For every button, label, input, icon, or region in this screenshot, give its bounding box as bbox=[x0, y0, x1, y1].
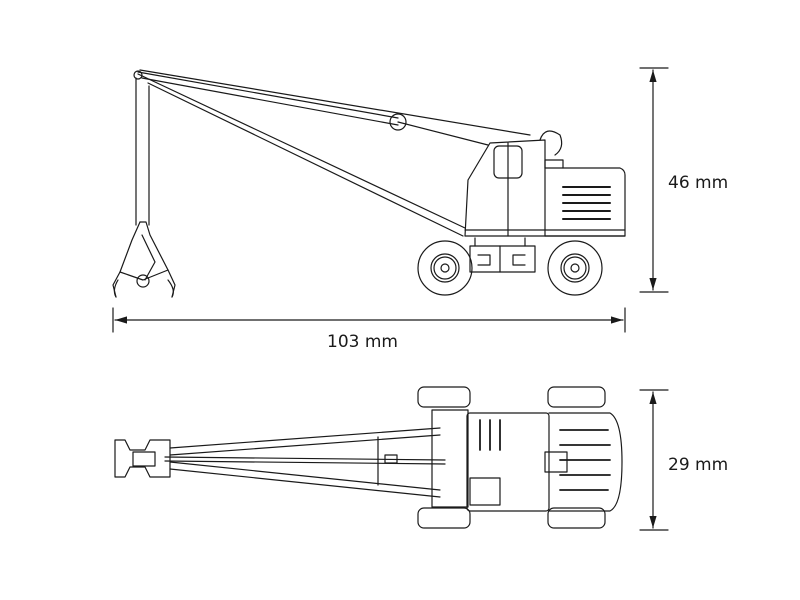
top-view bbox=[114, 386, 623, 529]
cab-window bbox=[493, 145, 523, 179]
engine-housing bbox=[464, 167, 626, 237]
width-dimension bbox=[639, 389, 669, 531]
boom bbox=[133, 69, 531, 237]
height-label: 46 mm bbox=[668, 173, 729, 193]
front-wheel bbox=[417, 240, 473, 296]
height-dimension bbox=[639, 67, 669, 293]
grab-top bbox=[114, 439, 171, 478]
side-view bbox=[112, 69, 626, 298]
hub-icon bbox=[570, 263, 580, 273]
rear-wheel bbox=[547, 240, 603, 296]
chassis bbox=[469, 237, 536, 273]
grab-bucket bbox=[112, 221, 176, 298]
cab bbox=[464, 130, 564, 237]
length-dimension bbox=[112, 307, 626, 333]
length-label: 103 mm bbox=[327, 332, 398, 352]
hoist-cable bbox=[135, 77, 150, 226]
hub-icon bbox=[440, 263, 450, 273]
width-label: 29 mm bbox=[668, 455, 729, 475]
pulley-icon bbox=[389, 113, 407, 131]
